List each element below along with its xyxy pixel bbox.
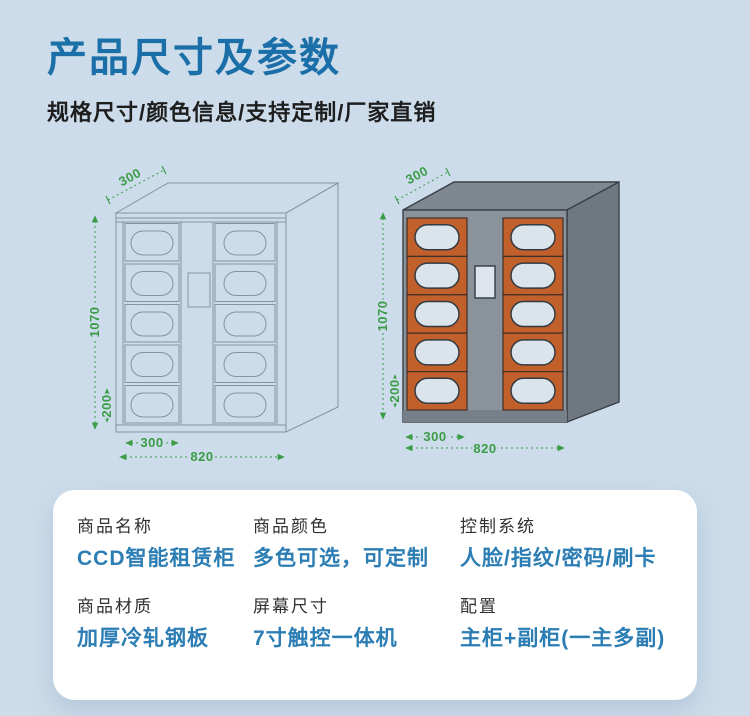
spec-label: 商品颜色 <box>253 517 329 536</box>
spec-label: 控制系统 <box>460 517 536 536</box>
dim-column-width-label: 300 <box>423 429 446 444</box>
dim-height-label: 1070 <box>375 301 390 332</box>
cabinet-outline <box>114 182 340 433</box>
spec-label: 商品名称 <box>77 517 153 536</box>
spec-value: 人脸/指纹/密码/刷卡 <box>460 547 657 570</box>
spec-item-screen-size: 屏幕尺寸 7寸触控一体机 <box>253 598 460 700</box>
door-windows <box>414 223 556 405</box>
dim-cell-height-label: 200 <box>99 394 114 417</box>
spec-label: 屏幕尺寸 <box>253 597 329 616</box>
dim-depth-label: 300 <box>403 163 431 187</box>
dim-width-label: 820 <box>473 441 496 456</box>
screen-panel <box>187 272 211 308</box>
dim-width-label: 820 <box>190 449 213 464</box>
spec-value: 加厚冷轧钢板 <box>77 627 209 650</box>
page-title: 产品尺寸及参数 <box>47 36 341 80</box>
spec-value: 主柜+副柜(一主多副) <box>460 627 666 650</box>
spec-value: CCD智能租赁柜 <box>77 547 236 570</box>
dim-height-label: 1070 <box>87 307 102 338</box>
spec-item-configuration: 配置 主柜+副柜(一主多副) <box>460 598 697 700</box>
screen-panel <box>474 265 496 299</box>
spec-value: 7寸触控一体机 <box>253 627 398 650</box>
dimension-diagrams: 1070 200 300 300 820 <box>0 150 750 485</box>
spec-item-product-color: 商品颜色 多色可选，可定制 <box>253 518 460 598</box>
colored-cabinet-diagram: 1070 200 300 300 820 <box>373 161 620 458</box>
dimension-annotations: 1070 200 300 300 820 <box>85 163 285 466</box>
wireframe-cabinet-diagram: 1070 200 300 300 820 <box>85 163 340 466</box>
spec-item-product-name: 商品名称 CCD智能租赁柜 <box>77 518 253 598</box>
dim-column-width-label: 300 <box>140 435 163 450</box>
locker-doors-right-column <box>214 223 276 424</box>
spec-item-material: 商品材质 加厚冷轧钢板 <box>77 598 253 700</box>
dim-depth-label: 300 <box>116 165 144 189</box>
specs-card: 商品名称 CCD智能租赁柜 商品颜色 多色可选，可定制 控制系统 人脸/指纹/密… <box>53 490 697 700</box>
page-subtitle: 规格尺寸/颜色信息/支持定制/厂家直销 <box>47 100 437 125</box>
spec-value: 多色可选，可定制 <box>253 547 429 570</box>
locker-doors-left-column <box>124 223 180 424</box>
cabinet-body <box>402 180 620 424</box>
spec-label: 配置 <box>460 597 498 616</box>
dim-cell-height-label: 200 <box>387 379 402 402</box>
spec-label: 商品材质 <box>77 597 153 616</box>
spec-item-control-system: 控制系统 人脸/指纹/密码/刷卡 <box>460 518 697 598</box>
